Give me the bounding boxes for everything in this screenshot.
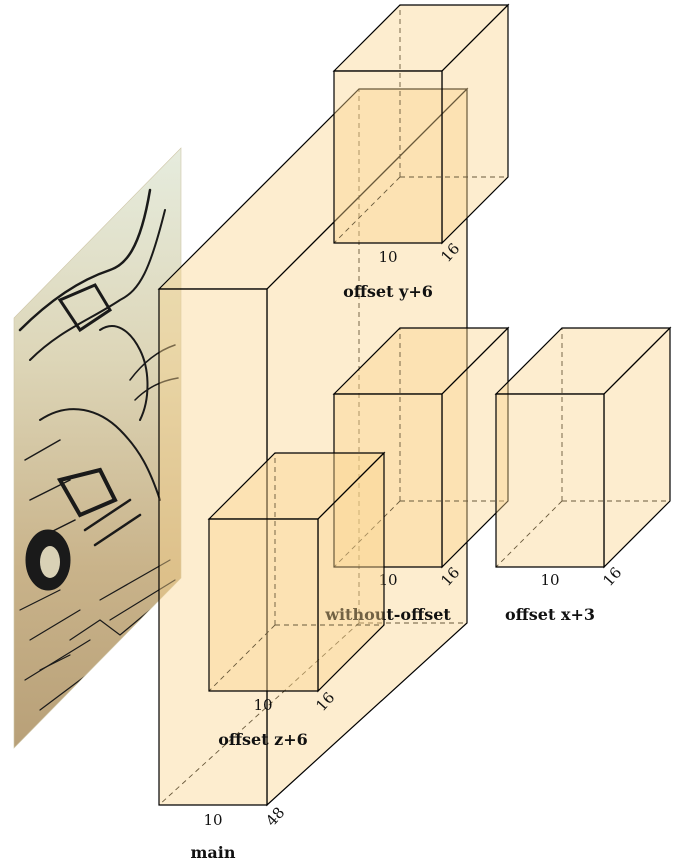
cube-offset-z: 10 16 offset z+6: [207, 451, 386, 749]
cube-main-width-label: 10: [203, 811, 222, 829]
cube-offset-x: 10 16 offset x+3: [494, 326, 672, 624]
cube-without-offset-hidden-edge: [333, 500, 401, 568]
cube-offset-y-hidden-edge: [333, 176, 401, 244]
cube-main-depth-label: 48: [262, 804, 288, 830]
cube-offset-z-label: offset z+6: [218, 730, 308, 749]
cube-offset-y-width-label: 10: [378, 248, 397, 266]
cube-offset-z-hidden-edge: [208, 624, 276, 692]
cube-offset-y: 10 16 offset y+6: [332, 3, 510, 301]
cube-without-offset-front-face: [333, 393, 443, 568]
cube-without-offset-width-label: 10: [378, 571, 397, 589]
cube-offset-z-width-label: 10: [253, 696, 272, 714]
cube-without-offset: 10 16 without-offset: [324, 326, 510, 624]
cube-offset-x-front-face: [495, 393, 605, 568]
cube-main: 10 48 main: [157, 87, 469, 862]
cube-main-hidden-edge: [158, 622, 360, 806]
cube-offset-x-hidden-edge: [495, 500, 563, 568]
cube-offset-y-front-face: [333, 70, 443, 244]
cube-without-offset-label: without-offset: [324, 605, 451, 624]
cube-main-label: main: [190, 843, 235, 862]
cube-offset-z-front-face: [208, 518, 319, 692]
cube-offset-x-width-label: 10: [540, 571, 559, 589]
cube-offset-y-label: offset y+6: [343, 282, 433, 301]
cube-offset-x-label: offset x+3: [505, 605, 595, 624]
cube-main-front-face: [158, 288, 268, 806]
input-image-icon: [13, 147, 182, 749]
